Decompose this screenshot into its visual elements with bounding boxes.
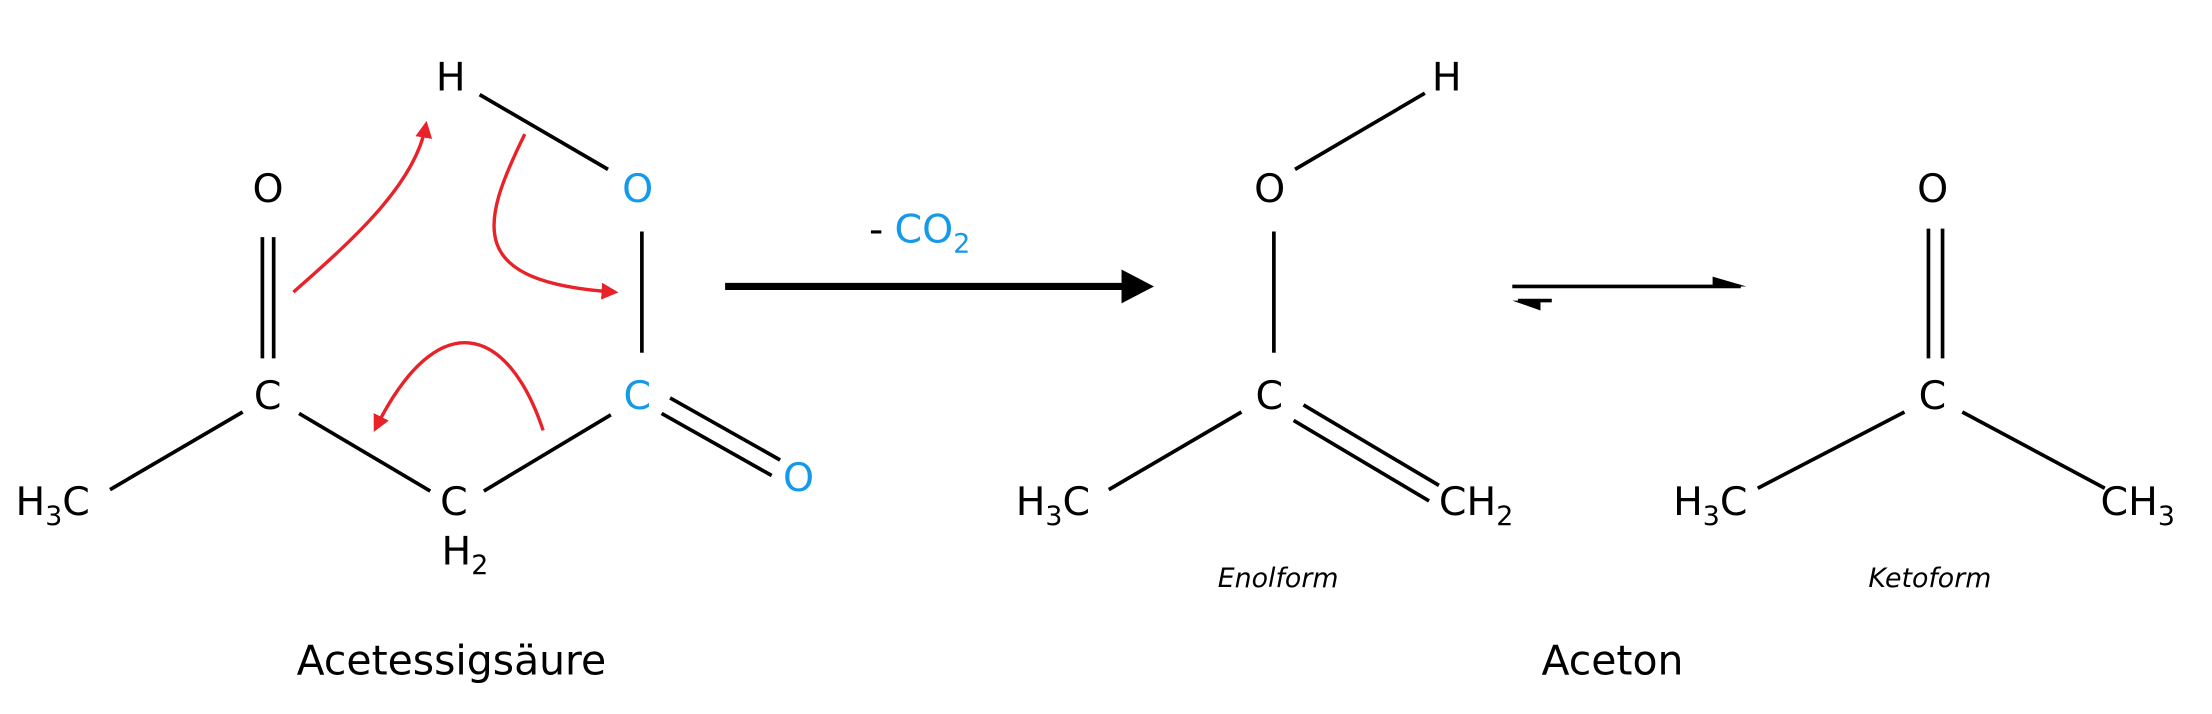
keto-form-label: Ketoform (1868, 563, 1991, 594)
bond-c-o-double-2 (660, 411, 773, 478)
bond-methyl-c (1107, 410, 1243, 492)
atom-c-methylene: C (440, 479, 468, 525)
atom-o-carboxyl: O (783, 455, 814, 501)
enol-form-label: Enolform (1218, 563, 1339, 594)
atom-o-carbonyl: O (253, 166, 284, 212)
methyl-group: H3C (16, 479, 90, 532)
methylene-h2: H2 (442, 528, 489, 581)
bond-right-methyl (1961, 410, 2106, 490)
minus-co2-label: -CO2 (869, 207, 970, 260)
arrow-head (1121, 269, 1154, 304)
bond-o-h (1294, 91, 1426, 171)
bond-left-methyl (1756, 410, 1906, 490)
atom-o: O (1254, 166, 1285, 212)
reverse-arrow-head (1512, 300, 1541, 311)
atom-o-hydroxyl: O (622, 166, 653, 212)
keto-form-molecule: O C H3C CH3 Ketoform (1673, 166, 2175, 594)
atom-o: O (1917, 166, 1948, 212)
methylene-group: CH2 (1439, 479, 1513, 532)
bond-c-ch2 (298, 411, 432, 493)
acetoacetic-acid-label: Acetessigsäure (297, 636, 606, 684)
atom-h: H (1432, 54, 1462, 100)
forward-arrow-head (1712, 276, 1747, 287)
enol-form-molecule: H O C H3C CH2 Enolform (1016, 54, 1514, 594)
atom-c-carboxyl: C (624, 373, 652, 419)
electron-arrow-3 (373, 341, 545, 432)
electron-arrow-1 (292, 120, 433, 294)
equilibrium-arrow (1512, 276, 1747, 311)
atom-h: H (436, 54, 466, 100)
atom-c-carbonyl: C (254, 373, 282, 419)
bond-methyl-c (109, 410, 244, 492)
right-methyl-group: CH3 (2101, 479, 2175, 532)
bond-c-ch2-double-1 (1302, 403, 1440, 487)
atom-c: C (1919, 373, 1947, 419)
electron-arrow-2 (492, 133, 619, 300)
atom-c: C (1256, 373, 1284, 419)
left-methyl-group: H3C (1673, 479, 1747, 532)
acetone-label: Aceton (1541, 636, 1683, 684)
bond-ch2-c (482, 413, 612, 493)
decarboxylation-arrow: -CO2 (725, 207, 1154, 304)
methyl-group: H3C (1016, 479, 1090, 532)
bond-c-o-double-1 (669, 396, 782, 462)
acetoacetic-acid-molecule: H O O C C O H3C C H2 Acetessigsäure (16, 54, 815, 684)
bond-h-o (478, 93, 609, 171)
bond-c-ch2-double-2 (1292, 418, 1430, 503)
